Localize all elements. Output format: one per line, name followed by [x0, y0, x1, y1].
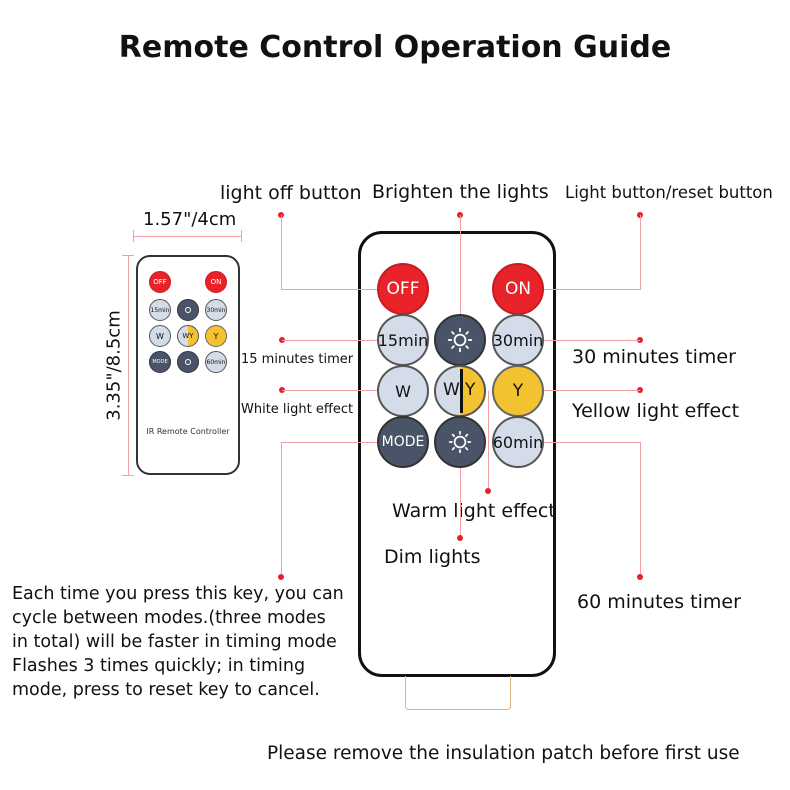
on-button[interactable]: ON	[492, 263, 544, 315]
small-off-button: OFF	[149, 271, 171, 293]
white-label: White light effect	[241, 402, 354, 417]
sun-icon	[447, 327, 473, 353]
timer-30min-button[interactable]: 30min	[492, 314, 544, 366]
timer15-label: 15 minutes timer	[241, 352, 354, 367]
off-button[interactable]: OFF	[377, 263, 429, 315]
mode-description: Each time you press this key, you can cy…	[12, 582, 344, 702]
mode-desc-line: Each time you press this key, you can	[12, 584, 344, 604]
light-off-leader	[281, 215, 282, 290]
warm-y-label: Y	[465, 380, 476, 400]
height-dimension-tick-bottom	[122, 475, 134, 476]
small-remote: OFF ON 15min 30min W WY Y MODE 60min IR …	[136, 255, 240, 475]
warm-leader	[488, 391, 489, 491]
dim-button[interactable]	[434, 416, 486, 468]
footer-note: Please remove the insulation patch befor…	[267, 743, 740, 764]
mode-leader	[281, 442, 377, 443]
mode-desc-line: mode, press to reset key to cancel.	[12, 680, 320, 700]
timer60-leader	[640, 442, 641, 577]
width-dimension-line	[133, 236, 241, 237]
timer-15min-button[interactable]: 15min	[377, 314, 429, 366]
mode-desc-line: cycle between modes.(three modes	[12, 608, 326, 628]
timer30-dot	[637, 337, 643, 343]
light-reset-label: Light button/reset button	[565, 183, 773, 202]
timer60-leader	[544, 442, 640, 443]
small-dim-button	[177, 351, 199, 373]
warm-divider	[460, 369, 463, 413]
timer-60min-button[interactable]: 60min	[492, 416, 544, 468]
insulation-tab	[405, 676, 511, 710]
yellow-dot	[637, 387, 643, 393]
yellow-label: Yellow light effect	[572, 400, 740, 422]
timer30-label: 30 minutes timer	[572, 346, 736, 368]
mode-button[interactable]: MODE	[377, 416, 429, 468]
light-off-label: light off button	[220, 182, 362, 204]
small-30min-button: 30min	[205, 299, 227, 321]
small-remote-label: IR Remote Controller	[146, 427, 230, 436]
dim-label: Dim lights	[384, 546, 481, 568]
mode-desc-line: in total) will be faster in timing mode	[12, 632, 337, 652]
small-brighten-button	[177, 299, 199, 321]
light-reset-leader	[544, 289, 640, 290]
mode-leader	[281, 442, 282, 577]
dim-leader	[460, 468, 461, 537]
small-15min-button: 15min	[149, 299, 171, 321]
warm-dot	[485, 488, 491, 494]
small-sun-icon	[185, 307, 191, 313]
timer15-leader	[282, 340, 377, 341]
light-reset-leader	[640, 215, 641, 290]
brighten-leader	[460, 215, 461, 314]
brighten-label: Brighten the lights	[372, 181, 549, 203]
yellow-light-button[interactable]: Y	[492, 365, 544, 417]
small-y-button: Y	[205, 325, 227, 347]
page-title: Remote Control Operation Guide	[118, 30, 672, 65]
brighten-button[interactable]	[434, 314, 486, 366]
width-dimension: 1.57"/4cm	[143, 209, 237, 230]
mode-desc-line: Flashes 3 times quickly; in timing	[12, 656, 306, 676]
warm-light-button[interactable]: W Y	[434, 365, 486, 417]
small-on-button: ON	[205, 271, 227, 293]
height-dimension-line	[128, 255, 129, 475]
light-off-leader	[281, 289, 377, 290]
small-sun-icon	[185, 359, 191, 365]
warm-label: Warm light effect	[392, 500, 556, 522]
small-wy-button: WY	[177, 325, 199, 347]
warm-w-label: W	[443, 380, 460, 400]
sun-icon	[448, 430, 472, 454]
timer60-label: 60 minutes timer	[577, 591, 741, 613]
small-w-button: W	[149, 325, 171, 347]
white-light-button[interactable]: W	[377, 365, 429, 417]
mode-dot	[278, 574, 284, 580]
timer30-leader	[544, 340, 640, 341]
width-dimension-tick-left	[133, 230, 134, 242]
small-mode-button: MODE	[149, 351, 171, 373]
yellow-leader	[544, 390, 640, 391]
small-60min-button: 60min	[205, 351, 227, 373]
width-dimension-tick-right	[241, 230, 242, 242]
height-dimension: 3.35"/8.5cm	[103, 310, 125, 421]
white-leader	[282, 390, 377, 391]
dim-dot	[457, 535, 463, 541]
height-dimension-tick-top	[122, 255, 134, 256]
timer60-dot	[637, 574, 643, 580]
